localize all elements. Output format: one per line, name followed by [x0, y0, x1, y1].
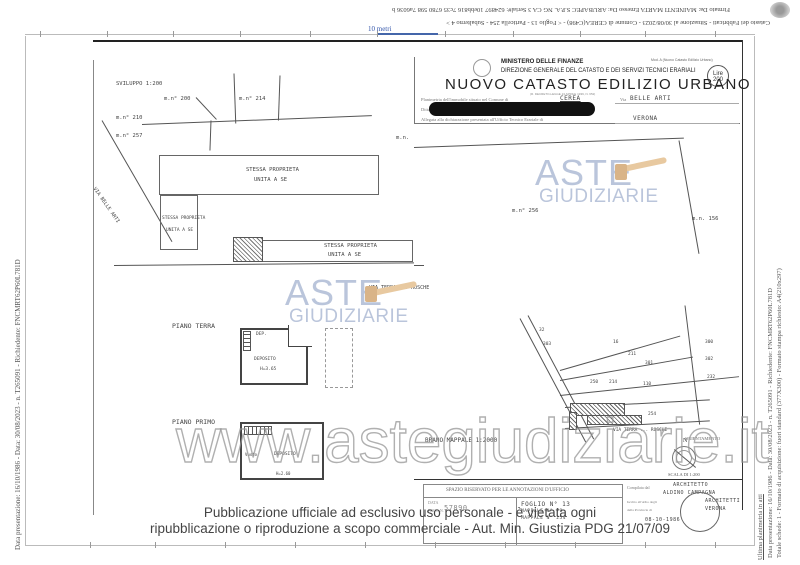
bottom-map-label: BRANO MAPPALE 1:2000 — [425, 437, 498, 444]
model-note: Mod. A (Nuovo Catasto Edilizio Urbano) — [651, 58, 713, 62]
redaction-bar — [429, 102, 595, 116]
row1-via: BELLE ARTI — [630, 95, 672, 102]
parcel-label: m.n° 257 — [116, 133, 143, 139]
directorate: DIREZIONE GENERALE DEL CATASTO E DEI SER… — [501, 67, 696, 74]
footer-signature: Compilata dal ARCHITETTO ALDINO CAMPAGNA… — [625, 482, 740, 544]
first-floor-title: PIANO PRIMO — [172, 418, 216, 426]
disclaimer-line-2: ripubblicazione o riproduzione a scopo c… — [150, 521, 671, 536]
location-street: VIA TERRA ... ROSCHE — [613, 428, 668, 433]
ground-floor-plan: DEP. DEPOSITO H=3.65 — [240, 328, 308, 385]
site-plan: SVILUPPO 1:200 m.n° 200 m.n° 214 m.n° 21… — [91, 60, 414, 270]
scale-label: 10 metri — [368, 25, 392, 33]
parcel-label: m.n° 214 — [239, 96, 266, 102]
building-label: UNITA A SE — [166, 228, 194, 233]
parcel-label: m.n. 156 — [692, 216, 719, 222]
building-label: STESSA PROPRIETA — [246, 167, 299, 173]
drawing-frame-left — [93, 60, 94, 515]
form-title: NUOVO CATASTO EDILIZIO URBANO — [445, 76, 752, 93]
url-watermark: www.astegiudiziarie.it — [175, 406, 769, 476]
building-label: STESSA PROPRIETA — [324, 243, 377, 249]
seal-icon — [770, 2, 790, 18]
scale-bar-highlight — [378, 33, 438, 35]
parcel-label: m.n. — [396, 135, 410, 141]
official-stamp-icon — [680, 492, 720, 532]
row1-comune: CEREA — [560, 95, 581, 102]
location-map: 32 303 16 211 301 250 214 110 300 302 23… — [505, 300, 740, 445]
disclaimer-line-1: Pubblicazione ufficiale ad esclusivo uso… — [203, 505, 597, 520]
north-label: N — [683, 438, 688, 444]
side-right-line0: Ultima planimetria in atti — [757, 494, 764, 560]
parcel-label: m.n° 200 — [164, 96, 191, 102]
drawing-frame — [93, 40, 743, 42]
hatched-area — [587, 415, 642, 425]
stairs-icon — [244, 426, 272, 435]
catasto-line: Catasto dei Fabbricati - Situazione al 3… — [446, 19, 770, 26]
compass-scale: SCALA DI 1:200 — [668, 472, 700, 477]
footer-stamp-box: SPAZIO RISERVATO PER LE ANNOTAZIONI D'UF… — [423, 484, 623, 545]
street-left-label: VIA BELLE ARTI — [91, 186, 121, 225]
orientation-label: ORIENTAMENTO — [685, 436, 721, 441]
stamp-title: SPAZIO RISERVATO PER LE ANNOTAZIONI D'UF… — [446, 488, 569, 493]
ground-floor-title: PIANO TERRA — [172, 322, 216, 330]
aste-watermark: ASTE GIUDIZIARIE — [285, 275, 418, 326]
row2-label: Ditta — [421, 107, 430, 112]
row1-via-label: Via — [620, 97, 627, 102]
parcel-label: m.n° 210 — [116, 115, 143, 121]
stairs-icon — [243, 331, 251, 351]
drawing-frame-right — [742, 40, 743, 510]
form-subtitle: (R. DECRETO-LEGGE 13 APRILE 1939, N. 652… — [530, 92, 596, 96]
ministry: MINISTERO DELLE FINANZE — [501, 59, 584, 65]
site-scale-label: SVILUPPO 1:200 — [116, 81, 163, 87]
building-label: STESSA PROPRIETA — [162, 216, 206, 221]
side-right-line2: Totale schede: 1 - Formato di acquisizio… — [776, 268, 783, 558]
compass-icon — [672, 446, 697, 470]
building-outline — [160, 195, 198, 250]
building-label: UNITA A SE — [254, 177, 288, 183]
first-floor-plan: Vuoto DEPOSITO H=2.60 — [240, 422, 324, 480]
hatched-area — [569, 412, 577, 430]
row3-label: Allegata alla dichiarazione presentata a… — [421, 117, 544, 122]
row1-label: Planimetria dell'immobile situato nel Co… — [421, 97, 509, 102]
parcel-label: m.n° 256 — [512, 208, 539, 214]
price-stamp: Lire 200 — [707, 65, 729, 87]
side-left-text: Data presentazione: 16/10/1986 - Data: 3… — [14, 259, 22, 550]
signature-line: Firmato Da: MAINENTI MARTA Emesso Da: AR… — [392, 6, 730, 13]
form-header: MINISTERO DELLE FINANZE Mod. A (Nuovo Ca… — [414, 57, 750, 124]
building-outline — [159, 155, 379, 195]
building-outline — [263, 240, 413, 262]
side-right-line1: Data presentazione: 16/10/1986 - Data: 3… — [767, 288, 774, 558]
aste-watermark: ASTE GIUDIZIARIE — [535, 155, 668, 206]
building-label: UNITA A SE — [328, 252, 362, 258]
upside-down-header: Firmato Da: MAINENTI MARTA Emesso Da: AR… — [0, 0, 800, 32]
hatched-area — [233, 237, 263, 262]
emblem-icon — [473, 59, 491, 77]
row3-value: VERONA — [633, 115, 658, 122]
bottom-scale-bar — [25, 542, 755, 548]
